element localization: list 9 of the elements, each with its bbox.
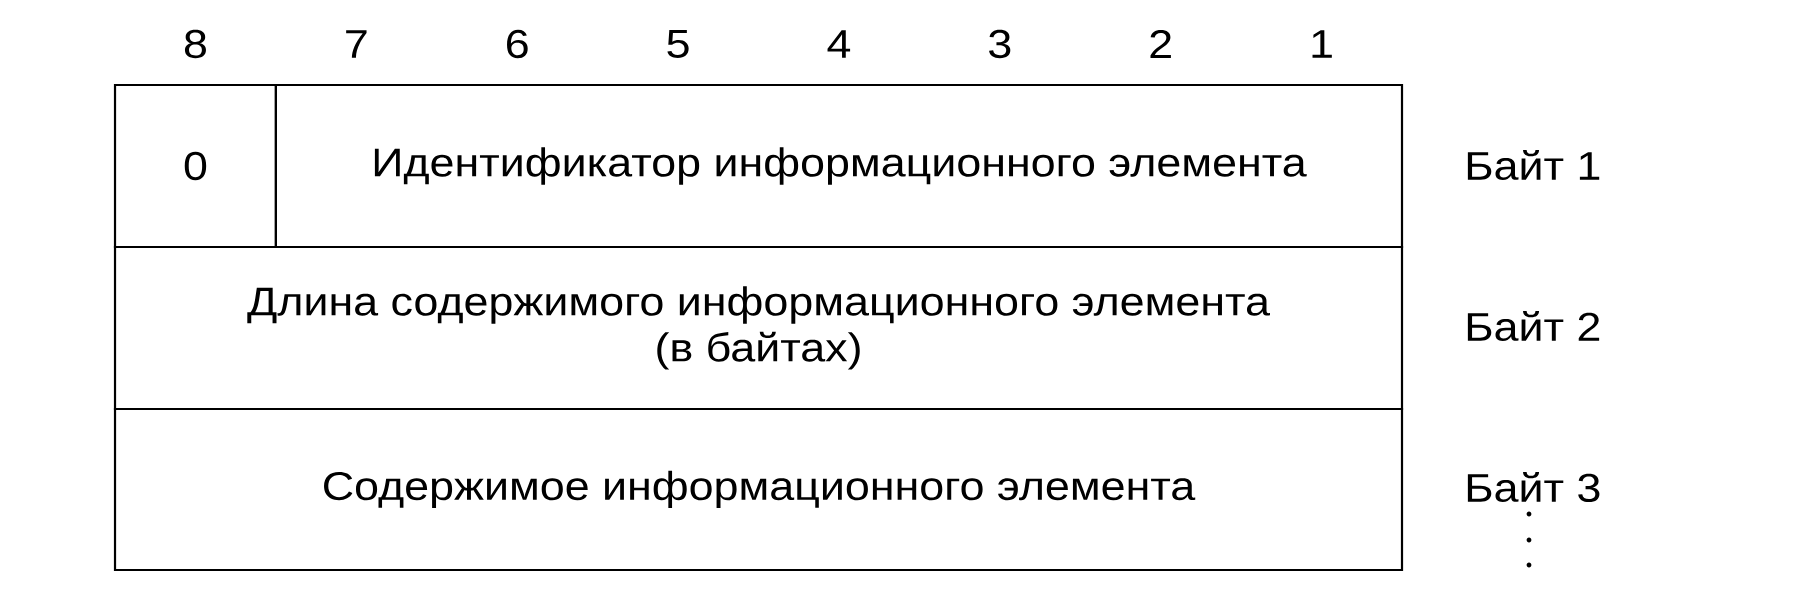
byte-label: Байт 2 [1467,310,1600,342]
field-box: 0 [113,83,277,249]
field-box: Длина содержимого информационного элемента (в байтах) [113,245,1404,411]
byte-label: Байт 3 [1467,471,1600,503]
field-box: Идентификатор информационного элемента [274,83,1404,249]
bit-number: 7 [346,30,367,58]
bit-number: 8 [184,29,206,59]
byte-label: Байт 1 [1467,149,1600,181]
field-box: Содержимое информационного элемента [113,407,1404,572]
